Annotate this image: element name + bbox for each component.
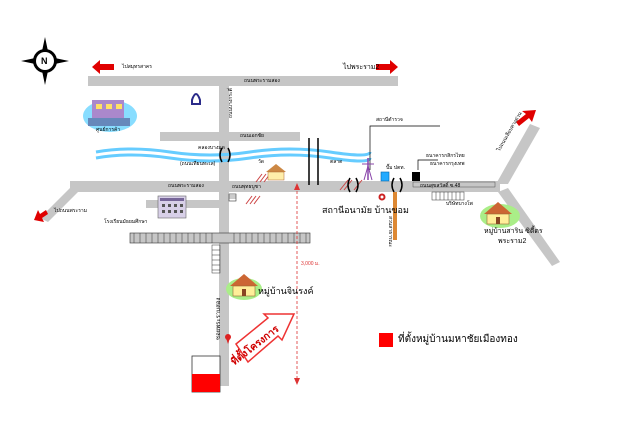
school-building-icon bbox=[157, 195, 187, 219]
gas-station-icon bbox=[380, 171, 390, 182]
top-road bbox=[88, 76, 398, 86]
road-soi: ซอยพระรามสอง bbox=[216, 297, 222, 340]
landmark-park: สวนสาธารณะ bbox=[387, 216, 393, 248]
dir-far-left: ไปถนนพระราม bbox=[54, 208, 88, 214]
canal bbox=[95, 147, 372, 157]
distance-label: 3,000 ม. bbox=[301, 261, 320, 267]
landmark-station: ธนาคารกรุงเทพ bbox=[430, 161, 465, 167]
row-houses-lower bbox=[129, 232, 311, 244]
station-pointer bbox=[369, 125, 440, 170]
main-road bbox=[70, 181, 500, 192]
house-small-icon bbox=[266, 164, 286, 181]
lower-road bbox=[130, 233, 310, 243]
canal-label: คลองบางมด bbox=[198, 145, 225, 151]
bank-icon bbox=[412, 172, 420, 181]
village-right-icon bbox=[480, 202, 520, 228]
row-houses-right bbox=[431, 191, 465, 201]
compass-letter: N bbox=[41, 56, 48, 66]
village-center-icon bbox=[226, 274, 262, 300]
map-pin-icon bbox=[225, 334, 231, 344]
right-upper-road bbox=[496, 124, 540, 184]
landmark-gas: ปั๊ม ปตท. bbox=[386, 165, 405, 171]
project-site-marker bbox=[191, 355, 221, 393]
tower-icon bbox=[362, 158, 374, 181]
station-label: สถานีอนามัย บ้านขอม bbox=[322, 205, 409, 215]
landmark-police: สถานีตำรวจ bbox=[376, 117, 403, 123]
canal-sub-label: (ถนนเทียนทะเล) bbox=[180, 161, 216, 167]
arrow-sw-icon bbox=[34, 210, 48, 222]
road-2: ถนนพุทธบูชา bbox=[232, 184, 261, 190]
village-right-sub: พระราม2 bbox=[498, 238, 527, 245]
far-left-road bbox=[40, 188, 78, 222]
road-right: ถนนสุขสวัสดิ์ ซ.48 bbox=[420, 183, 461, 189]
project-arrow-icon bbox=[234, 313, 296, 364]
road-vertical: ถนนบางกระดี่ bbox=[228, 88, 234, 118]
mall-building-icon bbox=[83, 100, 137, 132]
landmark-factory: บริษัทบางโพ bbox=[446, 201, 473, 207]
road-upper: ถนนเอกชัย bbox=[240, 133, 264, 139]
landmark-market: ตลาด bbox=[330, 159, 343, 165]
temple-icon bbox=[191, 93, 201, 105]
arrow-right-icon bbox=[376, 60, 398, 74]
row-houses-vertical bbox=[211, 244, 221, 274]
arrow-left-icon bbox=[92, 60, 114, 74]
legend-swatch bbox=[379, 333, 393, 347]
dir-top-right: ไปพระราม2 bbox=[343, 64, 380, 71]
village-center-label: หมู่บ้านจินรงค์ bbox=[258, 286, 314, 296]
landmark-school: โรงเรียนมัธยมศึกษา bbox=[104, 219, 148, 225]
road-top: ถนนพระรามสอง bbox=[244, 78, 280, 84]
compass-north-icon bbox=[21, 37, 69, 85]
soi-road bbox=[393, 192, 397, 240]
shrine-icon bbox=[378, 193, 386, 201]
shop-icon bbox=[228, 193, 237, 202]
arrow-ne-icon bbox=[516, 110, 536, 126]
upper-road bbox=[160, 132, 300, 141]
landmark-bank: ธนาคารกสิกรไทย bbox=[426, 153, 465, 159]
road-main: ถนนพระรามสอง bbox=[168, 183, 204, 189]
landmark-mall: ศูนย์การค้า bbox=[96, 127, 121, 133]
railway-marks bbox=[245, 173, 363, 205]
legend-text: ที่ตั้งหมู่บ้านมหาชัยเมืองทอง bbox=[398, 334, 518, 345]
landmark-temple: วัด bbox=[258, 159, 265, 165]
village-right-label: หมู่บ้านสาริน ซิตี้ดร bbox=[484, 228, 543, 235]
dir-top-left: ไปสมุทรสาคร bbox=[122, 64, 152, 70]
